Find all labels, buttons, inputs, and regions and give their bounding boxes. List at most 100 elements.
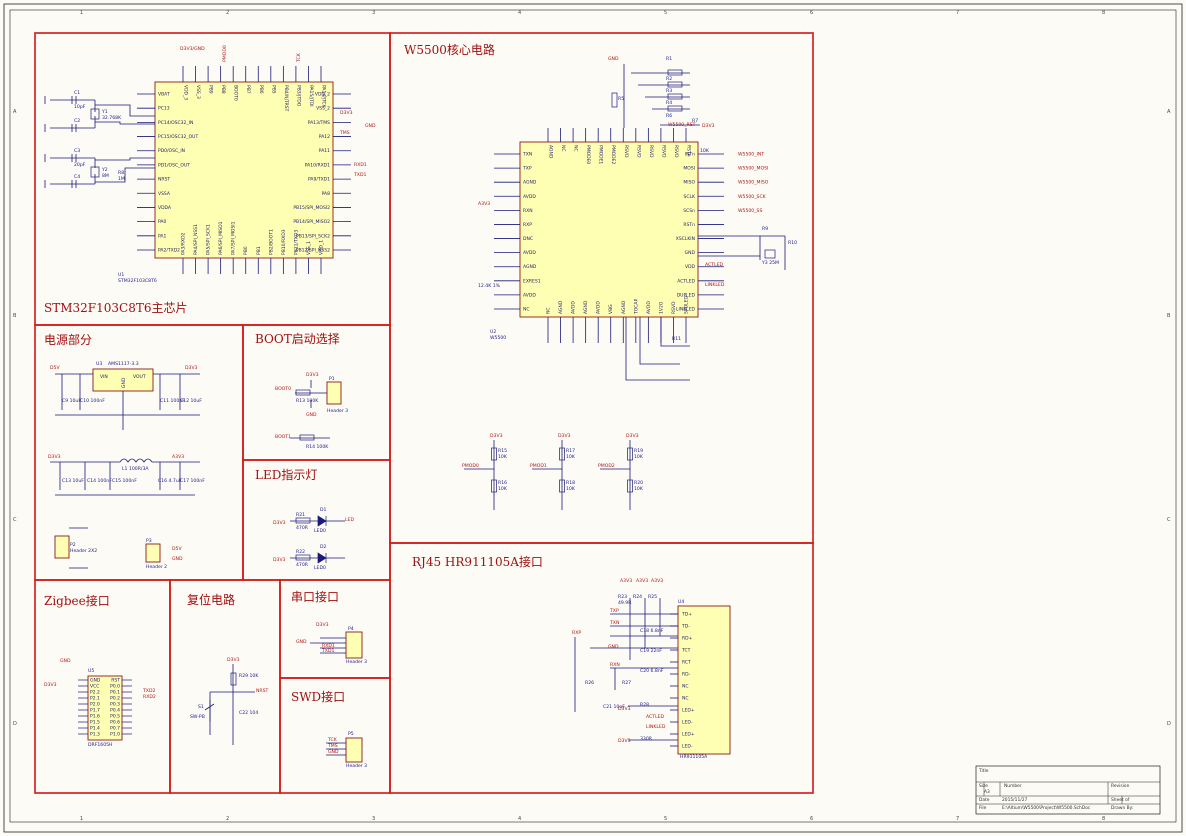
power-cap-c9: C9 10uF bbox=[62, 398, 81, 404]
grid-col-bottom: 7 bbox=[956, 816, 959, 822]
mcu-passive-8m: 8M bbox=[102, 173, 109, 179]
ic-pin-label: NC bbox=[546, 307, 552, 314]
w5500-left-pins: TXNTXPAGNDAVDDRXNRXPDNCAVDDAGNDEXRES1AVD… bbox=[494, 152, 541, 313]
grid-row-right: C bbox=[1167, 517, 1171, 523]
uart-net-gnd: GND bbox=[296, 639, 307, 645]
ic-pin-label: ACTLED bbox=[677, 278, 695, 284]
zigbee-pin-label: P2.1 bbox=[90, 696, 100, 702]
grid-col-bottom: 4 bbox=[518, 816, 521, 822]
mcu-net-rxd1: RXD1 bbox=[354, 162, 367, 168]
ic-pin-label: PB0 bbox=[243, 246, 249, 255]
ic-pin-label: NRST bbox=[158, 177, 170, 183]
crystal-y1-icon bbox=[90, 108, 100, 120]
led-d2: D2 bbox=[320, 544, 327, 550]
ic-pin-label: PA12 bbox=[319, 134, 330, 140]
ic-pin-label: RSVD bbox=[623, 145, 629, 158]
power-header2-label: Header 2 bbox=[146, 564, 167, 570]
ic-pin-label: PB13/SPI_SCK2 bbox=[296, 233, 330, 239]
mcu-section-title: STM32F103C8T6主芯片 bbox=[44, 301, 187, 315]
tb-size-label: Size bbox=[979, 783, 988, 789]
rj45-net-a3v3-2: A3V3 bbox=[636, 578, 648, 584]
rj45-pin-label: RD+ bbox=[682, 636, 693, 642]
grid-col-top: 7 bbox=[956, 10, 959, 16]
boot-net-gnd: GND bbox=[306, 412, 317, 418]
boot-r13: R13 100K bbox=[296, 398, 319, 404]
ic-pin-label: PA10/RXD1 bbox=[305, 162, 330, 168]
boot-header-body bbox=[326, 381, 342, 405]
ic-pin-label: NC bbox=[523, 307, 530, 313]
ic-pin-label: RXP bbox=[523, 222, 532, 228]
rj45-pin-label: NC bbox=[682, 696, 689, 702]
ic-pin-label: PMODE1 bbox=[598, 145, 604, 164]
ldo-ref: U3 bbox=[96, 361, 102, 367]
power-net-gnd: GND bbox=[172, 556, 183, 562]
swd-block: P5 Header 3 TCK TMS GND bbox=[326, 731, 367, 769]
w5500-right-net-label: W5500_SCK bbox=[738, 194, 767, 200]
reset-cap: C22 104 bbox=[239, 710, 258, 716]
zigbee-pin-label: VCC bbox=[90, 684, 99, 690]
boot-section-title: BOOT启动选择 bbox=[255, 332, 340, 346]
power-cap-c17: C17 100nF bbox=[180, 478, 205, 484]
grid-col-bottom: 5 bbox=[664, 816, 667, 822]
ic-pin-label: PB7 bbox=[245, 85, 251, 94]
w5500-net-d3v3: D3V3 bbox=[702, 123, 715, 129]
ic-pin-label: AVDD bbox=[646, 301, 652, 314]
inner-border bbox=[9, 9, 1177, 823]
power-section-title: 电源部分 bbox=[44, 332, 92, 347]
swd-net-gnd: GND bbox=[328, 749, 339, 755]
ic-pin-label: AVDD bbox=[523, 194, 536, 200]
crystal-y2-icon bbox=[90, 166, 100, 178]
reset-switch-icon bbox=[204, 700, 215, 722]
ic-pin-label: PB10/RXD3 bbox=[281, 229, 287, 255]
zigbee-pin-label: RST bbox=[111, 678, 120, 684]
mcu-chip-body bbox=[154, 81, 334, 259]
ldo-pin-vout: VOUT bbox=[133, 374, 146, 380]
ic-pin-label: VDD_2 bbox=[315, 92, 330, 98]
power-cap-c15: C15 100nF bbox=[112, 478, 137, 484]
ic-pin-label: PA4/SPI_NSS1 bbox=[193, 224, 199, 255]
w5500-right-net-label: W5500_MOSI bbox=[738, 166, 768, 172]
grid-col-top: 4 bbox=[518, 10, 521, 16]
reset-switch: S1 bbox=[198, 704, 204, 710]
w5500-crystal-circuit: Y3 25M bbox=[698, 235, 786, 270]
ic-pin-label: VSSA bbox=[158, 191, 171, 197]
ic-pin-label: MOSI bbox=[683, 166, 695, 172]
ic-pin-label: DUPLED bbox=[677, 292, 696, 298]
w5500-chip-body bbox=[519, 141, 699, 318]
w5500-right-net-label: W5500_INT bbox=[738, 152, 764, 158]
rj45-r25: R25 bbox=[648, 594, 657, 600]
ic-pin-label: PB3/JTDO bbox=[295, 85, 301, 107]
ic-pin-label: RSVD bbox=[673, 145, 679, 158]
reset-rail: D3V3 bbox=[227, 657, 240, 663]
power-block: VIN VOUT GND U3 AMS1117-3.3 D5V D3V3 C9 … bbox=[48, 361, 205, 570]
grid-col-top: 1 bbox=[80, 10, 83, 16]
swd-frame bbox=[279, 677, 391, 794]
zigbee-pin-label: P0.6 bbox=[110, 720, 120, 726]
pmod-resistor-value: 10K bbox=[498, 454, 508, 460]
ic-pin-label: VSS_2 bbox=[316, 106, 330, 112]
led-section-title: LED指示灯 bbox=[255, 467, 317, 482]
ic-pin-label: PA1 bbox=[158, 233, 167, 239]
boot-net-boot0: BOOT0 bbox=[275, 386, 291, 392]
ic-pin-label: LINKLED bbox=[676, 307, 696, 313]
uart-block: P4 Header 3 D3V3 GND RXD1 TXD1 bbox=[296, 622, 367, 665]
ic-pin-label: PB9 bbox=[208, 85, 214, 94]
rj45-block: U4 HR911105A TD+TD-RD+TCTRCTRD-NCNCLED+L… bbox=[572, 578, 731, 760]
ic-pin-label: PA11 bbox=[319, 148, 330, 154]
ic-pin-label: VSS_1 bbox=[306, 241, 312, 255]
mcu-net-gnd: GND bbox=[365, 123, 376, 129]
ldo-pin-vin: VIN bbox=[100, 374, 108, 380]
w5500-12k4: 12.4K 1% bbox=[478, 283, 501, 289]
grid-row-left: A bbox=[13, 109, 17, 115]
rj45-c20: C20 6.8nF bbox=[640, 668, 664, 674]
mcu-net-d3v3: D3V3 bbox=[340, 110, 353, 116]
w5500-r5: R5 bbox=[618, 96, 624, 102]
mcu-left-pins: VBATPC13PC14/OSC32_INPC15/OSC32_OUTPD0/O… bbox=[137, 92, 198, 254]
grid-col-bottom: 3 bbox=[372, 816, 375, 822]
power-cap-c12: C12 10uF bbox=[180, 398, 202, 404]
zigbee-module-body bbox=[87, 675, 123, 741]
